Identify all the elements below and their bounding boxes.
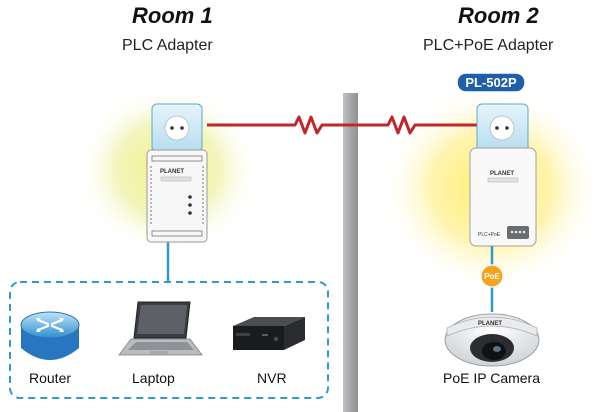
poe-badge-text: PoE (484, 272, 500, 281)
poe-badge (480, 264, 504, 288)
camera-brand: PLANET (478, 321, 502, 327)
powerline-link (207, 115, 477, 135)
dome-camera-icon: PLANET (444, 313, 540, 367)
model-badge-text: PL-502P (465, 75, 517, 90)
adapter-1-brand: PLANET (160, 169, 184, 175)
model-badge (456, 72, 526, 93)
room-1-subtitle: PLC Adapter (122, 37, 213, 54)
wall-socket-icon (489, 115, 515, 141)
adapter-2-front-text: PLC+PoE (478, 232, 501, 238)
laptop-label: Laptop (132, 370, 175, 386)
room-2-title: Room 2 (458, 3, 539, 28)
nvr-icon (233, 317, 305, 350)
wall-socket-icon (164, 115, 190, 141)
router-label: Router (29, 370, 72, 386)
wall (343, 93, 358, 412)
laptop-icon (118, 301, 203, 356)
nvr-label: NVR (257, 370, 287, 386)
adapter-2-brand: PLANET (490, 171, 514, 177)
plc-adapter-1: PLANET (146, 103, 208, 243)
room-1-title: Room 1 (132, 3, 213, 28)
router-icon (20, 311, 80, 360)
device-group-box (9, 281, 329, 399)
plc-poe-adapter-2: PLANET PLC+PoE (469, 103, 537, 247)
room-2-subtitle: PLC+PoE Adapter (423, 37, 554, 54)
camera-label: PoE IP Camera (443, 370, 541, 386)
